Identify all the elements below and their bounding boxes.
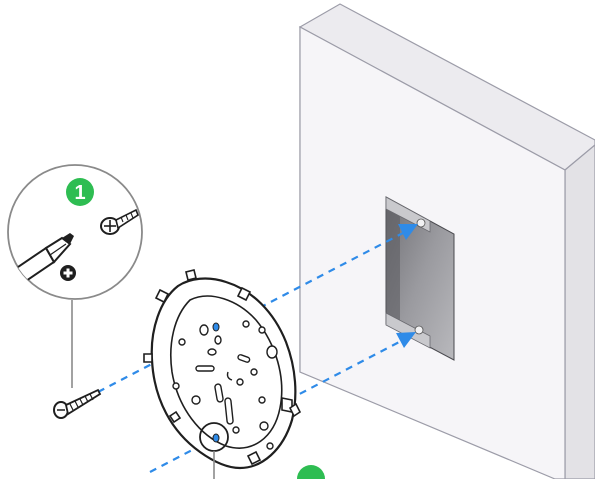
phillips-plus-icon [60, 265, 76, 281]
screw-icon [54, 390, 100, 418]
mounting-plate-outline [152, 279, 296, 468]
lower-step-badge [297, 465, 325, 479]
wall-right-edge [565, 145, 595, 479]
box-top-screw-hole [417, 219, 425, 227]
lower-mount-hole [213, 434, 219, 442]
step-badge: 1 [66, 178, 94, 206]
box-bottom-screw-hole [415, 326, 423, 334]
step-number: 1 [74, 182, 85, 204]
tool-callout: 1 [0, 165, 142, 388]
upper-mount-hole [213, 323, 219, 331]
box-inner-side [386, 197, 400, 330]
mounting-plate [144, 270, 300, 479]
